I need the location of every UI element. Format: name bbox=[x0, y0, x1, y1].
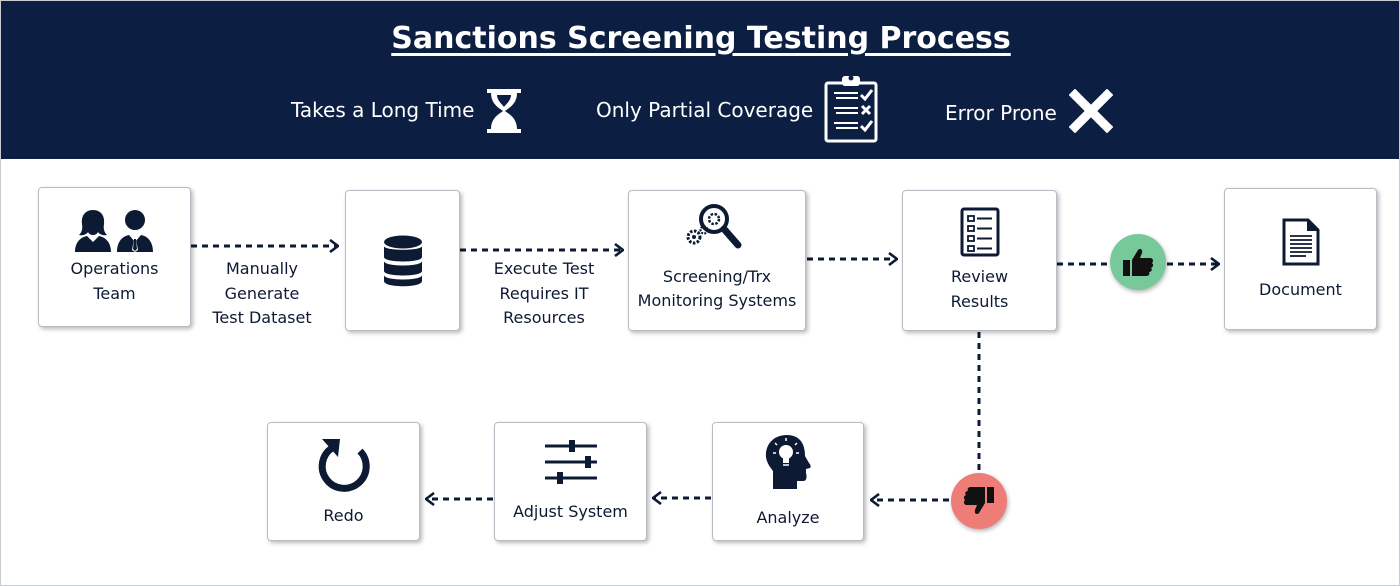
node-redo-label: Redo bbox=[323, 506, 364, 525]
gears-magnifier-icon bbox=[686, 204, 742, 249]
node-redo: Redo bbox=[267, 422, 420, 541]
fail-badge bbox=[951, 473, 1007, 529]
sliders-icon bbox=[544, 440, 597, 484]
node-analyze-label: Analyze bbox=[756, 508, 820, 527]
document-icon bbox=[1282, 218, 1319, 266]
diagram-title: Sanctions Screening Testing Process bbox=[391, 21, 1011, 56]
clipboard-checklist-icon bbox=[824, 75, 878, 143]
x-mark-icon bbox=[1069, 89, 1113, 133]
issue-error-prone-label: Error Prone bbox=[945, 101, 1057, 125]
node-review-results-line1: Review bbox=[950, 267, 1009, 286]
thumbs-up-icon bbox=[1123, 249, 1154, 276]
checklist-icon bbox=[960, 207, 999, 257]
edge-label-generate-line3: Test Dataset bbox=[212, 308, 312, 327]
hourglass-icon bbox=[487, 89, 521, 133]
node-screening-systems-line1: Screening/Trx bbox=[662, 267, 772, 286]
node-operations-team-line2: Team bbox=[93, 284, 136, 303]
node-review-results: Review Results bbox=[902, 190, 1057, 331]
node-review-results-line2: Results bbox=[950, 292, 1009, 311]
header-banner: Sanctions Screening Testing Process Take… bbox=[1, 1, 1399, 159]
node-adjust-system: Adjust System bbox=[494, 422, 647, 541]
database-icon bbox=[383, 235, 422, 287]
edge-label-execute-line1: Execute Test bbox=[493, 259, 595, 278]
node-document-label: Document bbox=[1259, 280, 1342, 299]
people-icon bbox=[74, 210, 153, 252]
node-screening-systems: Screening/Trx Monitoring Systems bbox=[628, 190, 806, 331]
node-test-dataset bbox=[345, 190, 460, 331]
pass-badge bbox=[1110, 234, 1166, 290]
edge-label-execute-line3: Resources bbox=[503, 308, 585, 327]
issue-partial-coverage-label: Only Partial Coverage bbox=[596, 98, 814, 122]
node-adjust-system-label: Adjust System bbox=[513, 502, 628, 521]
node-operations-team-line1: Operations bbox=[70, 259, 159, 278]
edge-label-execute-line2: Requires IT bbox=[499, 283, 589, 303]
node-operations-team: Operations Team bbox=[38, 187, 191, 327]
edge-label-generate-dataset: Manually Generate Test Dataset bbox=[197, 257, 327, 331]
node-document: Document bbox=[1224, 188, 1377, 330]
edge-label-generate-line2: Generate bbox=[224, 283, 300, 303]
node-screening-systems-line2: Monitoring Systems bbox=[637, 291, 797, 310]
redo-arrow-icon bbox=[318, 439, 370, 492]
thumbs-down-icon bbox=[963, 487, 994, 514]
issue-long-time-label: Takes a Long Time bbox=[291, 98, 475, 122]
head-lightbulb-icon bbox=[765, 435, 811, 489]
edge-label-generate-line1: Manually bbox=[225, 259, 299, 278]
edge-label-execute-test: Execute Test Requires IT Resources bbox=[473, 257, 615, 331]
node-analyze: Analyze bbox=[712, 422, 864, 541]
